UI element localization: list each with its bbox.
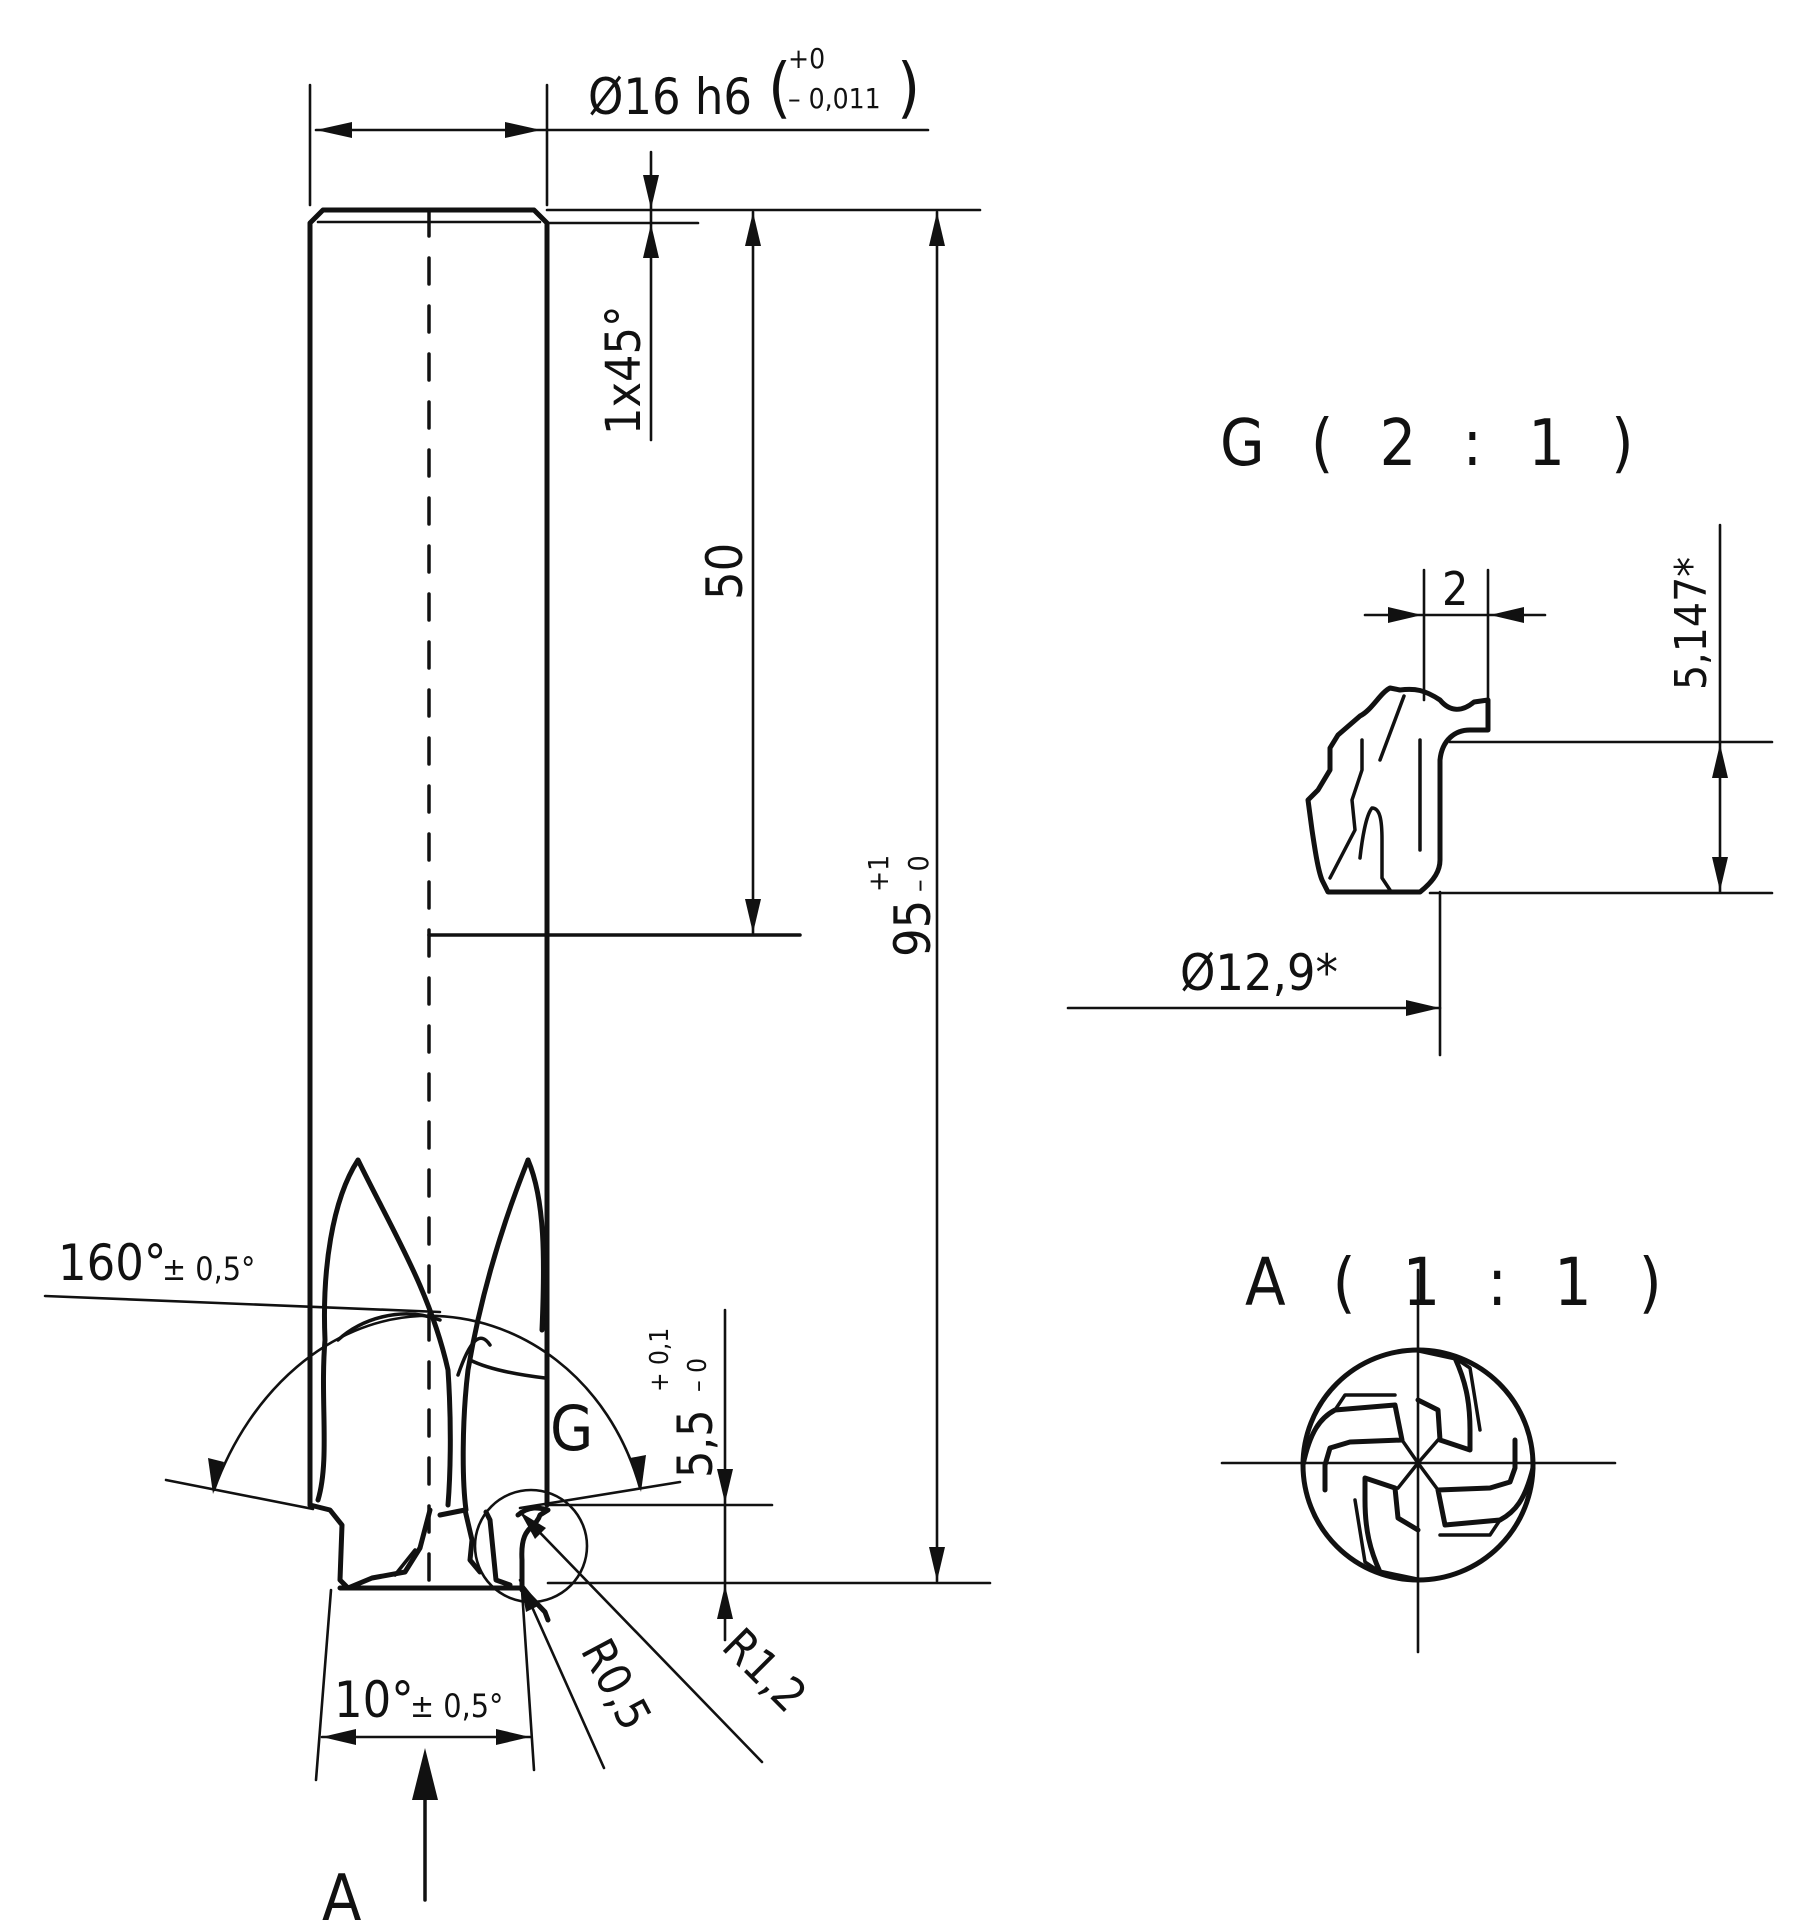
chamfer-dimension: 1x45° <box>545 150 982 442</box>
detail-g-width-dimension: 2 <box>1363 562 1547 702</box>
detail-g-diameter-label: Ø12,9* <box>1180 944 1338 1002</box>
point-angle-label: 160° <box>58 1234 166 1292</box>
point-angle-dimension: 160° ± 0,5° <box>43 1234 682 1511</box>
flute-tol-upper: + 0,1 <box>645 1328 675 1392</box>
shank-tol-lower: – 0,011 <box>788 82 881 115</box>
detail-g-title: G ( 2 : 1 ) <box>1220 407 1648 481</box>
shank-length-dimension: 50 <box>696 210 761 935</box>
detail-g-view: G ( 2 : 1 ) 2 5,147* <box>1066 407 1774 1057</box>
flute-height-label: 5,5 <box>668 1409 724 1478</box>
view-arrow-a: A <box>322 1748 438 1920</box>
detail-g-height-label: 5,147* <box>1666 557 1717 690</box>
overall-tol-lower: – 0 <box>902 855 935 892</box>
overall-length-label: 95 <box>884 900 942 957</box>
detail-g-width-label: 2 <box>1442 562 1468 616</box>
view-a: A ( 1 : 1 ) <box>1220 1244 1676 1654</box>
radius-leaders: R0,5 R1,2 <box>518 1510 817 1770</box>
flute-tol-lower: – 0 <box>683 1358 713 1392</box>
clearance-angle-dimension: 10° ± 0,5° <box>314 1588 536 1782</box>
shank-diameter-label: Ø16 h6 <box>588 68 752 126</box>
clearance-angle-label: 10° <box>334 1671 414 1729</box>
view-a-title: A ( 1 : 1 ) <box>1245 1244 1676 1321</box>
detail-g-ref: G <box>550 1392 593 1465</box>
detail-g-height-dimension: 5,147* <box>1428 523 1774 895</box>
detail-g-diameter-dimension: Ø12,9* <box>1066 890 1442 1057</box>
view-a-end-face <box>1220 1268 1617 1654</box>
radius-large-label: R1,2 <box>712 1618 817 1723</box>
view-arrow-label: A <box>322 1862 361 1920</box>
tolerance-bracket-open: ( <box>768 49 791 126</box>
clearance-angle-tol: ± 0,5° <box>410 1687 503 1725</box>
main-view: Ø16 h6 ( +0 – 0,011 ) 1x45° 50 <box>43 42 992 1920</box>
overall-length-dimension: 95 +1 – 0 <box>546 210 992 1585</box>
flute-height-dimension: 5,5 + 0,1 – 0 <box>546 1308 774 1642</box>
tolerance-bracket-close: ) <box>897 49 920 126</box>
overall-tol-upper: +1 <box>862 855 895 892</box>
point-angle-tol: ± 0,5° <box>162 1250 255 1288</box>
shank-tol-upper: +0 <box>788 42 825 75</box>
shank-length-label: 50 <box>696 543 754 600</box>
shank-diameter-dimension: Ø16 h6 ( +0 – 0,011 ) <box>308 42 930 207</box>
chamfer-label: 1x45° <box>596 305 652 435</box>
tool-outline <box>307 207 802 1592</box>
detail-g-profile <box>1305 685 1491 895</box>
